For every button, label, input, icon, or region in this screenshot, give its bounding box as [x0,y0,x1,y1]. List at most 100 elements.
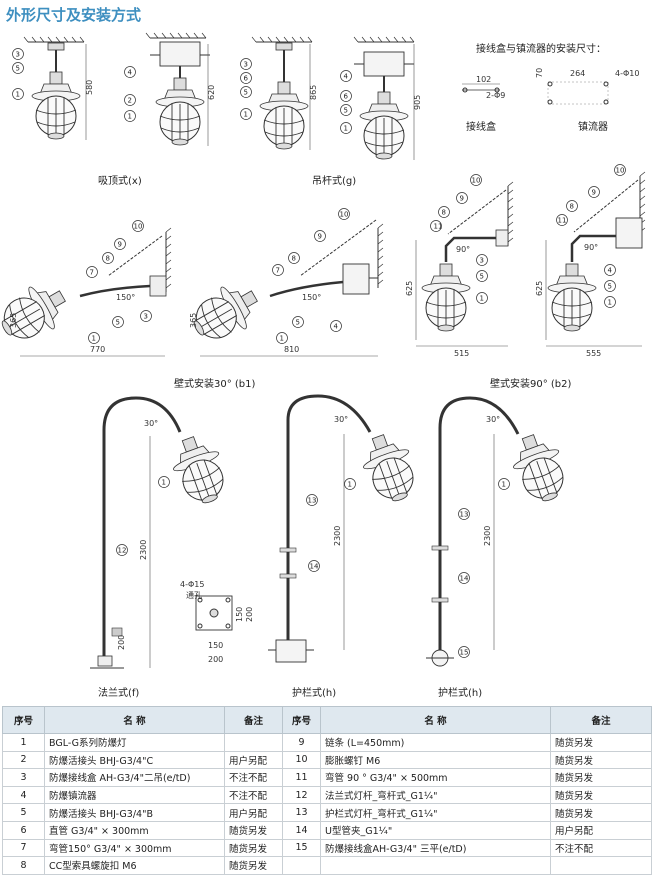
table-row: 7 弯管150° G3/4" × 300mm 随货另发 15 防爆接线盒AH-G… [2,838,652,858]
cell-name1: 防爆活接头 BHJ-G3/4"B [44,803,225,822]
cell-note2: 随货另发 [550,785,652,805]
dim-905: 905 [413,95,422,110]
dim-555: 555 [586,349,601,358]
table-header: 序号 名 称 备注 序号 名 称 备注 [2,706,652,734]
table-row: 3 防爆接线盒 AH-G3/4"二吊(e/tD) 不注不配 11 弯管 90 °… [2,768,652,787]
table-row: 8 CC型索具螺旋扣 M6 随货另发 [2,856,652,875]
dim-200: 200 [117,635,126,650]
cell-n1: 1 [2,733,45,752]
cell-note2: 随货另发 [550,768,652,787]
table-row: 6 直管 G3/4" × 300mm 随货另发 14 U型管夹_G1¼" 用户另… [2,820,652,840]
cell-n1: 8 [2,856,45,875]
header-name2: 名 称 [320,706,551,734]
cell-note1: 随货另发 [224,856,283,875]
cell-name2: 链条 (L=450mm) [320,733,551,752]
svg-text:14: 14 [310,563,319,571]
flange-150h: 150 [235,607,244,622]
svg-text:5: 5 [608,283,612,291]
cell-note1: 随货另发 [224,820,283,840]
svg-text:8: 8 [292,255,296,263]
cell-n2: 14 [282,820,321,840]
bubble-labels-bottom: 1 12 1 13 14 1 13 14 15 [116,476,510,658]
svg-text:9: 9 [460,195,464,203]
cell-note1: 随货另发 [224,838,283,858]
svg-text:4: 4 [344,73,349,81]
cell-n1: 5 [2,803,45,822]
dim-810: 810 [284,345,299,354]
cell-note1: 用户另配 [224,750,283,770]
dim-2300a: 2300 [139,540,148,560]
cell-n2: 10 [282,750,321,770]
angle-90b: 90° [584,243,598,252]
svg-text:1: 1 [92,335,96,343]
flange-holes: 4-Φ15 [180,580,204,589]
svg-text:12: 12 [118,547,127,555]
angle-30a: 30° [144,419,158,428]
svg-text:3: 3 [16,51,20,59]
cell-name2: 护栏式灯杆_弯杆式_G1¼" [320,803,551,822]
flange-200w: 200 [208,655,223,664]
cell-name2: 防爆接线盒AH-G3/4" 三平(e/tD) [320,838,551,858]
caption-wall90: 壁式安装90° (b2) [490,379,572,390]
cell-name2: 法兰式灯杆_弯杆式_G1¼" [320,785,551,805]
dim-580: 580 [85,80,94,95]
parts-table: 序号 名 称 备注 序号 名 称 备注 1 BGL-G系列防爆灯 9 链条 (L… [2,706,652,875]
cell-name2: U型管夹_G1¼" [320,820,551,840]
svg-text:4: 4 [608,267,613,275]
flange-through: 通孔 [186,590,202,600]
svg-text:13: 13 [308,497,317,505]
table-row: 5 防爆活接头 BHJ-G3/4"B 用户另配 13 护栏式灯杆_弯杆式_G1¼… [2,803,652,822]
svg-text:4: 4 [334,323,339,331]
svg-text:7: 7 [90,269,94,277]
svg-text:3: 3 [480,257,484,265]
dim-365b: 365 [189,313,198,328]
svg-text:15: 15 [460,649,469,657]
cell-name1: BGL-G系列防爆灯 [44,733,225,752]
dim-2300c: 2300 [483,526,492,546]
svg-text:1: 1 [344,125,348,133]
caption-wall30: 壁式安装30° (b1) [174,379,256,390]
svg-text:1: 1 [162,479,166,487]
dim-2300b: 2300 [333,526,342,546]
angle-90a: 90° [456,245,470,254]
cell-note2: 随货另发 [550,750,652,770]
svg-text:4: 4 [128,69,133,77]
cell-n2: 13 [282,803,321,822]
svg-text:6: 6 [244,75,249,83]
svg-text:10: 10 [340,211,349,219]
cell-note2: 不注不配 [550,838,652,858]
svg-text:5: 5 [296,319,300,327]
flange-150w: 150 [208,641,223,650]
cell-name1: 防爆活接头 BHJ-G3/4"C [44,750,225,770]
angle-30c: 30° [486,415,500,424]
cell-name2: 弯管 90 ° G3/4" × 500mm [320,768,551,787]
dim-770: 770 [90,345,105,354]
svg-text:13: 13 [460,511,469,519]
svg-text:8: 8 [570,203,574,211]
dim-625a: 625 [405,281,414,296]
dim-2-phi9: 2-Φ9 [486,91,505,100]
cell-note1: 不注不配 [224,768,283,787]
cell-name1: 防爆接线盒 AH-G3/4"二吊(e/tD) [44,768,225,787]
dim-102: 102 [476,75,491,84]
header-name1: 名 称 [44,706,225,734]
svg-text:11: 11 [558,217,567,225]
svg-text:10: 10 [134,223,143,231]
cell-n1: 4 [2,785,45,805]
svg-text:9: 9 [318,233,322,241]
svg-text:9: 9 [592,189,596,197]
cell-note2: 随货另发 [550,733,652,752]
table-row: 2 防爆活接头 BHJ-G3/4"C 用户另配 10 膨胀螺钉 M6 随货另发 [2,750,652,770]
svg-text:5: 5 [16,65,20,73]
svg-text:1: 1 [348,481,352,489]
svg-text:1: 1 [480,295,484,303]
cell-note1: 不注不配 [224,785,283,805]
cell-note2: 随货另发 [550,803,652,822]
svg-text:1: 1 [16,91,20,99]
caption-rail1: 护栏式(h) [292,688,337,699]
header-seq1: 序号 [2,706,45,734]
cell-n1: 3 [2,768,45,787]
header-note2: 备注 [550,706,652,734]
caption-rail2: 护栏式(h) [438,688,483,699]
caption-box-title: 接线盒与镇流器的安装尺寸： [476,44,606,55]
